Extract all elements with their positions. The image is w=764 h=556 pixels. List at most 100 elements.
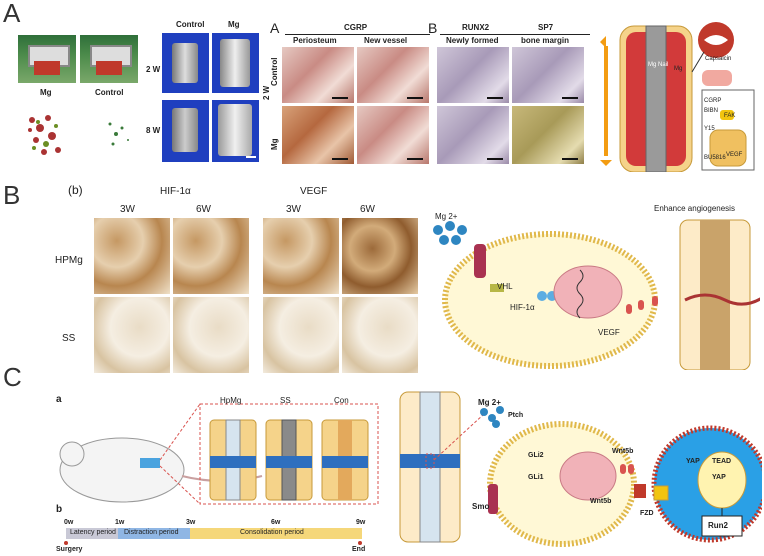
ptch-label: Ptch [508,412,524,419]
sp7-control [512,47,584,103]
gli1-label: GLi1 [528,474,544,481]
ihc-hif-ss-3w [94,297,170,373]
histo-row-mg: Mg [270,138,279,150]
bu5816-label: BU5816 [704,155,726,161]
vessel-reconstruction [28,115,129,155]
rat-model-illustration [59,403,379,505]
group-label-hpmg: HpMg [220,396,242,405]
new-vessel-header: New vessel [364,36,408,45]
sp7-mg [512,106,584,164]
ihc-vegf-ss-6w [342,297,418,373]
y15-label: Y15 [704,126,715,132]
mg-nail-label: Mg Nail [648,62,669,68]
distraction-arrow-down [600,160,612,166]
consolidation-bar [190,528,362,539]
distraction-arrow-up [600,36,606,48]
time-label-2: 6W [196,204,211,215]
ihc-vegf-hpmg-6w [342,218,418,294]
ihc-hif-ss-6w [173,297,249,373]
tick-9w: 9w [356,519,366,526]
schematic-mg-label: Mg [674,66,683,72]
distraction-period-label: Distraction period [124,529,179,536]
panel-c-letter: C [3,362,22,392]
vessel-label-mg: Mg [40,88,52,97]
bone-margin-header: bone margin [521,36,570,45]
ihc-vegf-ss-3w [263,297,339,373]
gli2-label: GLi2 [528,452,544,459]
newly-formed-header: Newly formed [446,36,499,45]
sp7-header: SP7 [538,23,554,32]
panel-b-letter: B [3,180,21,210]
cgrp-header: CGRP [344,23,368,32]
mg-channel [474,244,486,278]
ihc-vegf-hpmg-3w [263,218,339,294]
ihc-hif-hpmg-3w [94,218,170,294]
smo-label: Smo [472,502,490,511]
wnt5b-outer-label: Wnt5b [612,448,634,455]
row-label-ss: SS [62,333,76,344]
ct-row-2w: 2 W [146,65,161,74]
fzd-label: FZD [640,510,654,517]
time-label-1: 3W [120,204,135,215]
yap-label-2: YAP [712,474,726,481]
time-label-3: 3W [286,204,301,215]
runx2-box-label: Run2 [708,521,728,530]
bone-con [321,419,369,501]
c-mg-label: Mg 2+ [478,398,501,407]
histo-sub-b: B [428,20,438,36]
runx2-header: RUNX2 [462,23,490,32]
histo-sub-a: A [270,20,280,36]
schematic-cgrp-label: CGRP [704,98,722,104]
signaling-pathway-diagram [399,391,762,547]
surgery-photo-mg [18,35,76,83]
cgrp-periosteum-control [282,47,354,103]
bone-ss [265,419,313,501]
tead-label: TEAD [712,458,732,465]
b-mg-label: Mg 2+ [435,212,458,221]
vegf-header: VEGF [300,186,328,197]
distraction-bar [118,528,190,539]
angiogenesis-diagram [433,219,760,370]
ct-mg-8w [212,100,259,162]
ihc-hif-hpmg-6w [173,218,249,294]
schematic-vegf-label: VEGF [726,152,743,158]
surgery-label: Surgery [56,546,83,553]
end-label: End [352,546,366,553]
hif-header: HIF-1α [160,186,191,197]
b-hif-label: HIF-1α [510,303,535,312]
tick-3w: 3w [186,519,196,526]
end-marker [358,541,362,545]
ct-control-2w [162,33,209,93]
capsaicin-label: Capsaicin [705,56,732,62]
yap-label-1: YAP [686,458,700,465]
periosteum-header: Periosteum [293,36,337,45]
panel-c-sub-b: b [56,504,63,515]
enhance-label: Enhance angiogenesis [654,204,735,213]
panel-a-letter: A [3,0,21,28]
panel-b-sub: (b) [68,183,83,197]
latency-label: Latency period [70,529,116,536]
ct-control-8w [162,100,209,162]
vhl-label: VHL [497,282,513,291]
distraction-label: Distraction [600,88,606,120]
time-label-4: 6W [360,204,375,215]
histo-row-control: Control [270,57,279,86]
tick-1w: 1w [115,519,125,526]
bmp-rule [440,34,590,35]
cgrp-vessel-mg [357,106,429,164]
row-label-hpmg: HPMg [55,255,83,266]
ct-col-mg: Mg [228,20,240,29]
ct-row-8w: 8 W [146,126,161,135]
surgery-marker [64,541,68,545]
histo-row-2w: 2 W [262,85,271,100]
runx2-control [437,47,509,103]
b-vegf-label: VEGF [598,328,620,337]
fak-label: FAK [724,113,736,119]
ct-mg-2w [212,33,259,93]
latency-bar [66,528,118,539]
bibn-label: BIBN [704,108,719,114]
consolidation-label: Consolidation period [240,529,304,536]
panel-c-sub-a: a [56,394,62,405]
vessel-label-control: Control [95,88,124,97]
cgrp-rule [285,34,430,35]
